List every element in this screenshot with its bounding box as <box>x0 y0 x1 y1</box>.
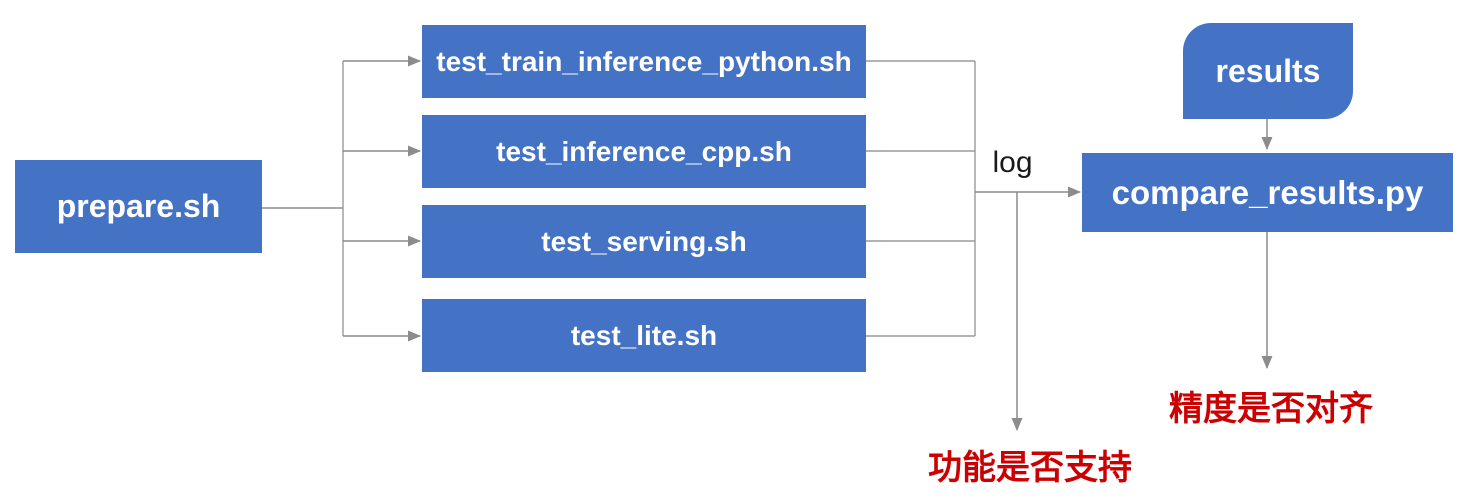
node-prepare-sh-label: prepare.sh <box>56 188 221 224</box>
node-prepare-sh: prepare.sh <box>15 160 262 253</box>
node-test-train-inference-python-sh-label: test_train_inference_python.sh <box>436 45 852 77</box>
node-test-serving-sh-label: test_serving.sh <box>541 225 747 257</box>
node-test-lite-sh: test_lite.sh <box>422 299 866 372</box>
node-compare-results-py: compare_results.py <box>1082 153 1453 232</box>
node-results: results <box>1183 23 1353 119</box>
annotation-function-support: 功能是否支持 <box>928 449 1132 487</box>
annotation-precision-align: 精度是否对齐 <box>1169 390 1373 428</box>
node-test-inference-cpp-sh: test_inference_cpp.sh <box>422 115 866 188</box>
edge-label-log: log <box>992 146 1033 179</box>
node-test-train-inference-python-sh: test_train_inference_python.sh <box>422 25 866 98</box>
node-compare-results-py-label: compare_results.py <box>1111 173 1424 211</box>
node-test-inference-cpp-sh-label: test_inference_cpp.sh <box>496 135 792 167</box>
node-test-lite-sh-label: test_lite.sh <box>570 319 718 351</box>
node-results-label: results <box>1215 52 1321 89</box>
node-test-serving-sh: test_serving.sh <box>422 205 866 278</box>
